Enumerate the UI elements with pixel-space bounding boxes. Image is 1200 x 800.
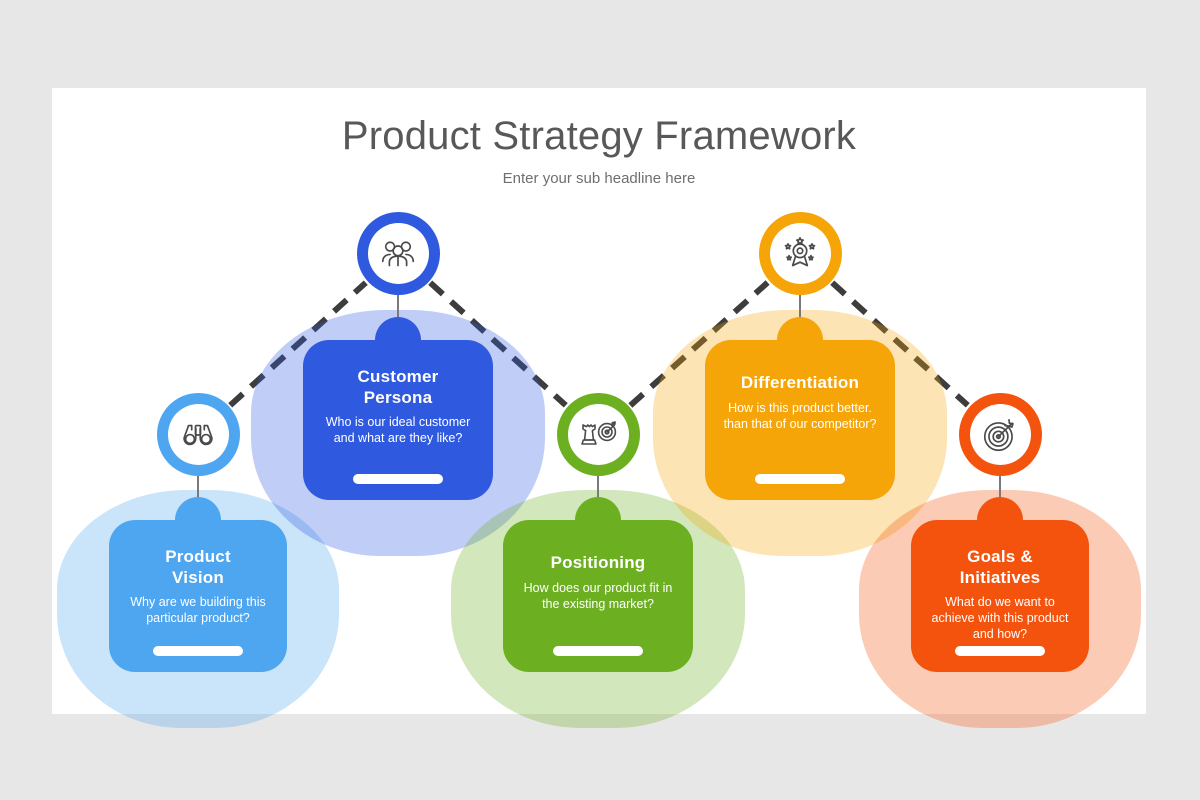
step-accent-bar <box>755 474 845 484</box>
step-card[interactable]: Goals &Initiatives What do we want to ac… <box>911 497 1089 672</box>
award-badge-icon <box>769 223 831 284</box>
target-dartboard-icon <box>969 404 1031 465</box>
step-description: Who is our ideal customer and what are t… <box>325 415 471 445</box>
step-icon-circle[interactable] <box>958 393 1042 476</box>
step-icon-circle[interactable] <box>758 212 842 295</box>
step-card[interactable]: Positioning How does our product fit in … <box>503 497 693 672</box>
binoculars-icon <box>167 404 229 465</box>
step-description: How is this product better. than that of… <box>723 401 877 431</box>
step-icon-circle[interactable] <box>356 212 440 295</box>
step-title: Differentiation <box>740 373 860 392</box>
step-card-bump <box>375 317 421 340</box>
step-title: Positioning <box>550 553 646 572</box>
page-title: Product Strategy Framework <box>341 114 857 158</box>
step-accent-bar <box>553 646 643 656</box>
step-icon-circle[interactable] <box>556 393 640 476</box>
step-accent-bar <box>153 646 243 656</box>
step-card-bump <box>575 497 621 520</box>
step-description: Why are we building this particular prod… <box>130 595 266 625</box>
step-description: How does our product fit in the existing… <box>523 581 673 611</box>
step-card[interactable]: Differentiation How is this product bett… <box>705 317 895 500</box>
step-description: What do we want to achieve with this pro… <box>931 595 1069 641</box>
step-card-bump <box>777 317 823 340</box>
step-icon-circle[interactable] <box>156 393 240 476</box>
step-title: Goals &Initiatives <box>959 547 1041 587</box>
slide-canvas: Product Strategy Framework Enter your su… <box>52 88 1146 728</box>
step-accent-bar <box>955 646 1045 656</box>
people-group-icon <box>367 223 429 284</box>
chess-rook-target-icon <box>567 404 629 465</box>
step-card-bump <box>977 497 1023 520</box>
step-accent-bar <box>353 474 443 484</box>
step-card-bump <box>175 497 221 520</box>
page-subtitle: Enter your sub headline here <box>502 170 696 187</box>
